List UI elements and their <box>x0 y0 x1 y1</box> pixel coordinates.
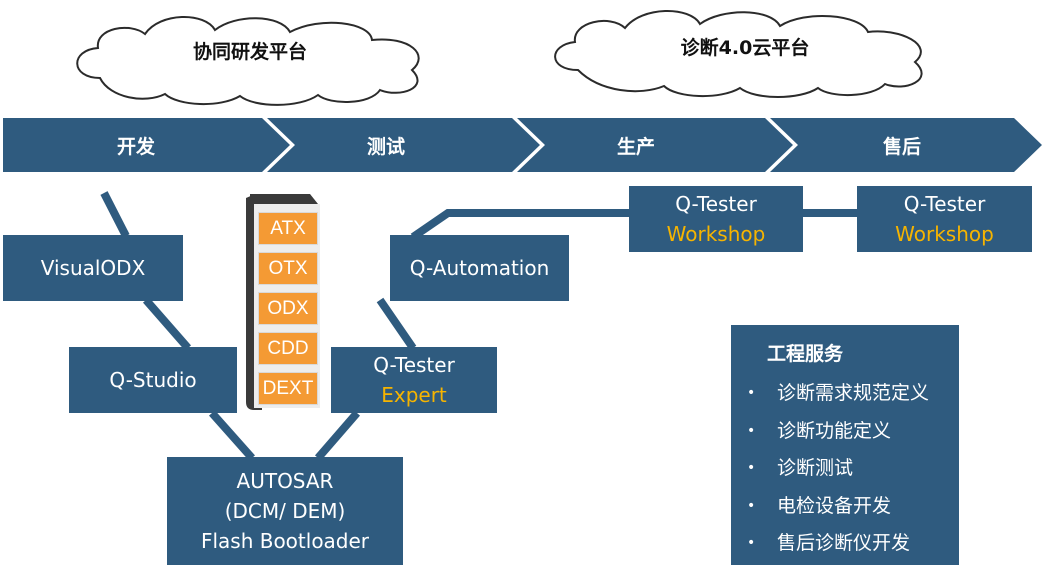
stage-banner <box>3 118 1042 172</box>
cloud-left-label: 协同研发平台 <box>192 40 307 63</box>
services-item: • 诊断需求规范定义 <box>747 375 959 413</box>
workshop-aftersales-line2: Workshop <box>895 222 994 246</box>
file-cdd: CDD <box>258 332 318 365</box>
connector-lines <box>100 191 858 461</box>
services-title: 工程服务 <box>767 343 844 365</box>
qautomation-label: Q-Automation <box>409 256 550 280</box>
bullet-icon: • <box>747 460 756 476</box>
workshop-aftersales-line1: Q-Tester <box>903 192 986 216</box>
stage-aftersales: 售后 <box>882 135 921 158</box>
bullet-icon: • <box>747 535 756 551</box>
visualodx-box: VisualODX <box>3 235 183 301</box>
services-panel: 工程服务 • 诊断需求规范定义 • 诊断功能定义 • 诊断测试 • 电检设备开发 • 售后… <box>731 325 959 565</box>
services-item-label: 电检设备开发 <box>777 494 892 517</box>
services-item: • 电检设备开发 <box>747 488 959 526</box>
file-dext: DEXT <box>258 372 318 405</box>
stage-production: 生产 <box>616 135 655 158</box>
bullet-icon: • <box>747 497 756 514</box>
autosar-line2: (DCM/ DEM) <box>224 499 346 523</box>
file-otx: OTX <box>258 252 318 285</box>
bullet-icon: • <box>747 422 756 439</box>
cloud-right-icon <box>554 10 923 98</box>
workshop-production-box: Q-Tester Workshop <box>629 186 803 252</box>
cloud-right-label: 诊断4.0云平台 <box>680 36 810 59</box>
workshop-production-line1: Q-Tester <box>675 192 757 216</box>
file-atx: ATX <box>258 212 318 245</box>
services-item-label: 诊断功能定义 <box>777 419 892 442</box>
autosar-line3: Flash Bootloader <box>200 529 370 553</box>
workshop-production-line2: Workshop <box>666 222 766 246</box>
autosar-line1: AUTOSAR <box>236 469 334 493</box>
cloud-left-icon <box>76 16 420 106</box>
visualodx-label: VisualODX <box>40 256 146 280</box>
bullet-icon: • <box>747 385 756 401</box>
services-item-label: 售后诊断仪开发 <box>777 532 911 554</box>
qtester-expert-line1: Q-Tester <box>373 353 455 377</box>
workshop-aftersales-box: Q-Tester Workshop <box>857 186 1032 252</box>
stage-develop: 开发 <box>116 135 155 158</box>
qautomation-box: Q-Automation <box>390 235 569 301</box>
services-item: • 售后诊断仪开发 <box>747 525 959 563</box>
services-item-label: 诊断需求规范定义 <box>777 382 930 404</box>
services-list: • 诊断需求规范定义 • 诊断功能定义 • 诊断测试 • 电检设备开发 • 售后诊断仪开发 <box>747 375 959 563</box>
stage-test: 测试 <box>366 135 405 158</box>
qstudio-box: Q-Studio <box>69 347 237 413</box>
autosar-box: AUTOSAR (DCM/ DEM) Flash Bootloader <box>167 457 403 565</box>
qtester-expert-line2: Expert <box>381 383 447 407</box>
qstudio-label: Q-Studio <box>109 368 197 392</box>
services-item-label: 诊断测试 <box>777 457 854 479</box>
services-item: • 诊断测试 <box>747 450 959 488</box>
file-odx: ODX <box>258 292 318 325</box>
qtester-expert-box: Q-Tester Expert <box>331 347 497 413</box>
services-item: • 诊断功能定义 <box>747 413 959 451</box>
